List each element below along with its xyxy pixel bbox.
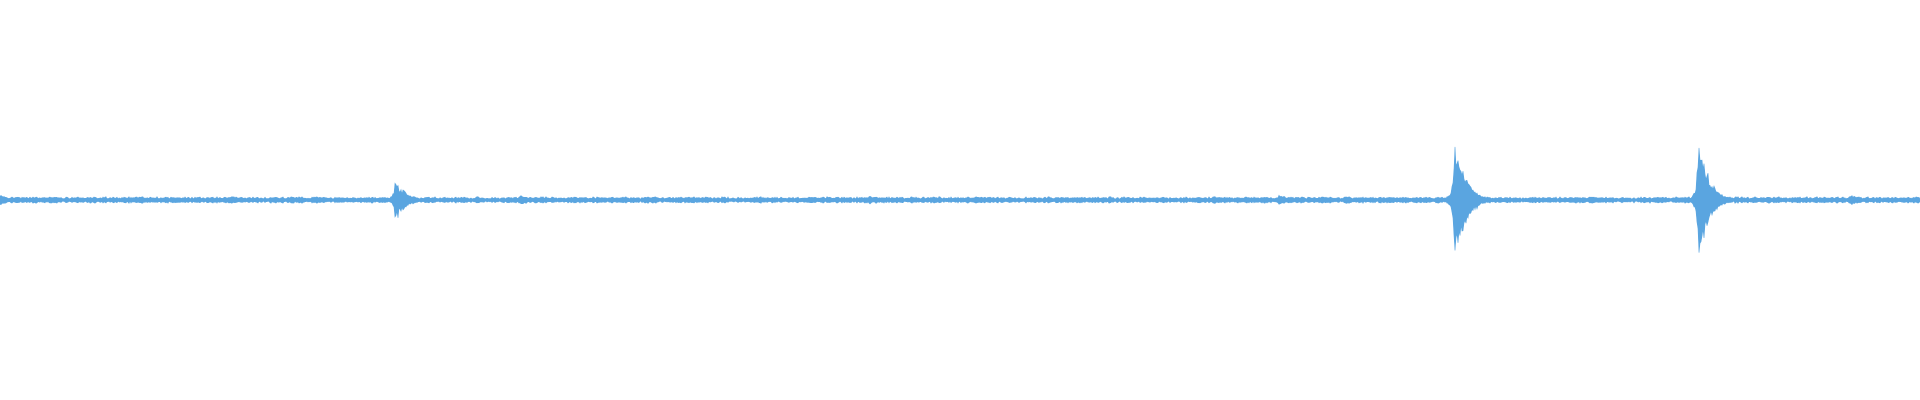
waveform[interactable] — [0, 0, 1920, 400]
audio-waveform-view[interactable] — [0, 0, 1920, 400]
